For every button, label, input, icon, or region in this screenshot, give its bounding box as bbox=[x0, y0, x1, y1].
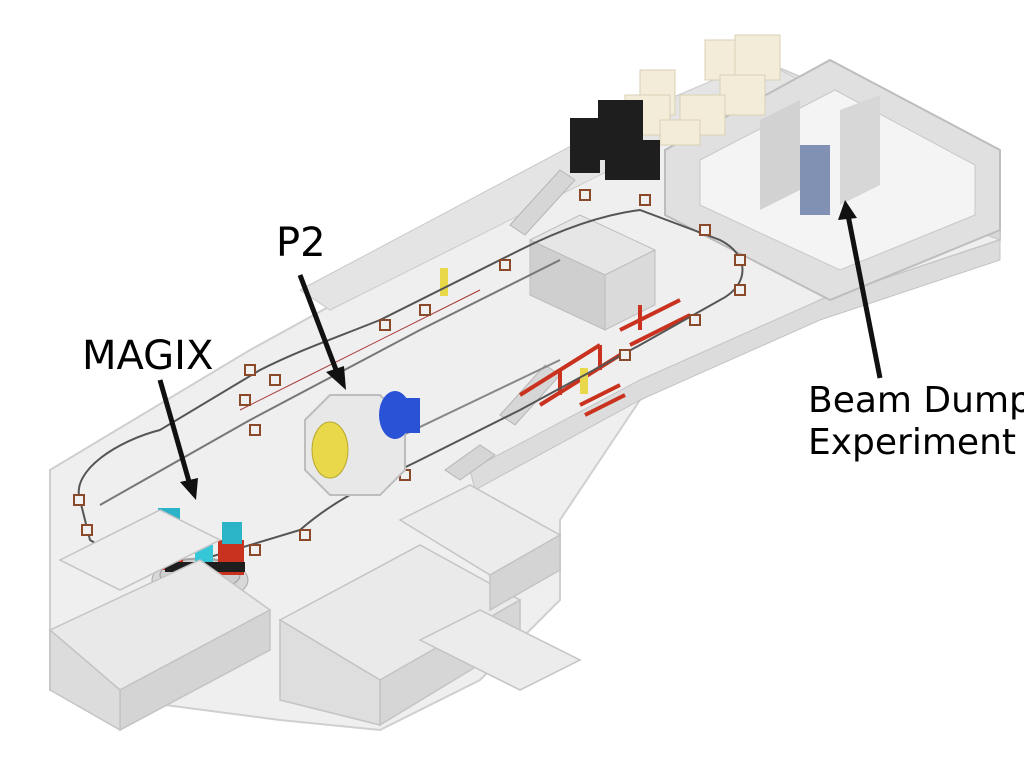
arrow-up-left-icon bbox=[838, 200, 883, 379]
arrow-down-right-icon bbox=[297, 274, 346, 390]
p2-experiment bbox=[304, 391, 420, 496]
label-beam-dump-experiment: Beam Dump Experiment bbox=[808, 380, 1024, 464]
beam-dump-inner-wall-1 bbox=[760, 100, 800, 210]
label-beam-dump-line2: Experiment bbox=[808, 422, 1017, 463]
beam-dump-inner-wall-2 bbox=[840, 95, 880, 205]
label-p2: P2 bbox=[276, 220, 326, 266]
label-beam-dump-line1: Beam Dump bbox=[808, 380, 1024, 421]
arrow-down-right-icon bbox=[157, 379, 198, 500]
beam-dump-detector bbox=[800, 145, 830, 215]
lower-building-blocks bbox=[48, 484, 582, 732]
staircase-west bbox=[444, 444, 496, 481]
central-building-right bbox=[604, 249, 656, 331]
label-magix: MAGIX bbox=[82, 333, 214, 379]
shielding-blocks-black bbox=[570, 100, 660, 180]
yellow-stands bbox=[440, 268, 588, 394]
staircase-north bbox=[509, 169, 576, 236]
